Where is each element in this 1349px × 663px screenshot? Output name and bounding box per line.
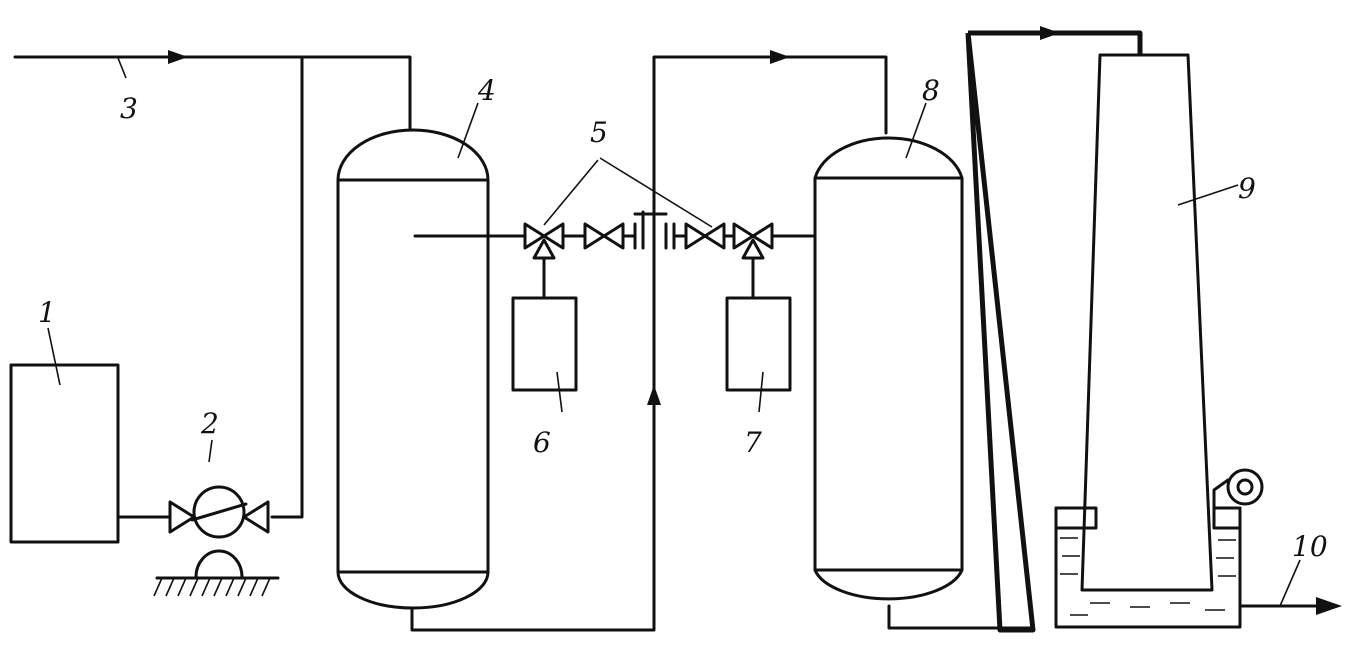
unit-right	[725, 296, 792, 392]
label-unit-left: 6	[533, 426, 551, 459]
valve-d-icon	[732, 222, 755, 250]
duct-arrow-icon	[1040, 26, 1060, 40]
unit-left	[511, 296, 578, 392]
pump-inlet-valve-icon	[168, 500, 196, 534]
label-outlet: 10	[1292, 530, 1328, 563]
label-pump: 2	[200, 407, 219, 440]
feed-line	[13, 50, 412, 519]
valve-c-icon	[684, 222, 707, 250]
label-vessel-second: 8	[922, 74, 940, 107]
valve-assembly	[413, 157, 890, 300]
label-unit-right: 7	[744, 426, 762, 459]
pump-outlet-valve-icon	[242, 500, 270, 534]
outlet-line	[1238, 559, 1342, 615]
vessel-first	[336, 102, 490, 610]
vessel-second	[813, 102, 1035, 630]
outlet-arrow-icon	[1316, 597, 1342, 615]
label-vessel-first: 4	[477, 74, 496, 107]
label-column: 9	[1238, 172, 1256, 205]
tapered-duct	[965, 26, 1143, 633]
label-valves: 5	[590, 116, 608, 149]
label-feed-line: 3	[120, 92, 138, 125]
valve-a-icon	[523, 222, 546, 250]
transfer-arrow-icon	[770, 50, 790, 64]
storage-tank	[9, 363, 120, 544]
riser-arrow-icon	[647, 385, 661, 405]
fan-icon	[1226, 468, 1264, 506]
valve-b-icon	[583, 222, 606, 250]
label-tank: 1	[38, 296, 56, 329]
feed-arrow-icon	[168, 50, 188, 64]
column	[1054, 53, 1264, 629]
pump	[116, 439, 280, 597]
